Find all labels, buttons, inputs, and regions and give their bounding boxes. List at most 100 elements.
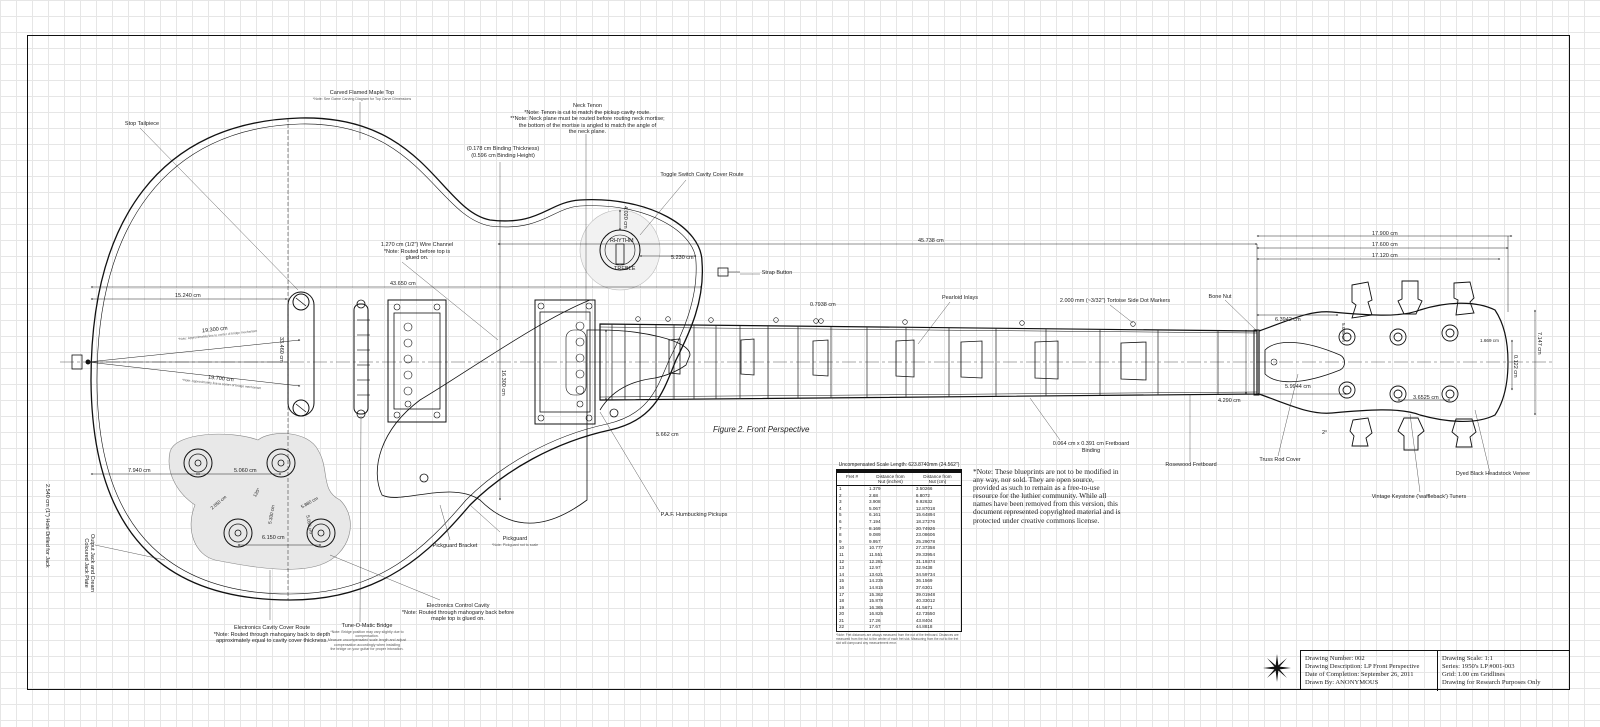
drawing-scale: Drawing Scale: 1:1	[1442, 655, 1493, 662]
fret-number-cell: 2	[839, 492, 842, 498]
fret-number-cell: 1	[839, 486, 842, 491]
distance-inches-cell: 13.621	[869, 571, 884, 577]
table-row: 7 8.169 20.74926	[837, 526, 962, 533]
distance-cm-cell: 40.33012	[915, 598, 936, 604]
dim-7147: 7.147 cm	[1536, 332, 1542, 355]
grid-info: Grid: 1.00 cm Gridlines	[1442, 671, 1505, 678]
header-fret: Fret #	[836, 473, 867, 486]
paf-pickups-label: P.A.F. Humbucking Pickups	[660, 512, 728, 518]
toggle-cover-label: Toggle Switch Cavity Cover Route	[660, 172, 744, 178]
dim-17900: 17.900 cm	[1372, 231, 1398, 237]
fret-number-cell: 21	[839, 617, 845, 623]
stop-tailpiece-label: Stop Tailpiece	[124, 121, 160, 127]
drawn-by: Drawn By: ANONYMOUS	[1305, 679, 1379, 686]
distance-cm-cell: 15.64894	[915, 512, 936, 518]
pickguard-outline	[376, 299, 691, 524]
dim-5095: 5.095 cm	[1341, 323, 1346, 342]
fret-number-cell: 14	[839, 571, 845, 577]
side-dots-label: 2.000 mm (~3/32") Tortoise Side Dot Mark…	[1059, 298, 1171, 304]
bone-nut-label: Bone Nut	[1208, 294, 1232, 300]
distance-inches-cell: 3.908	[869, 499, 881, 505]
dim-45738: 45.738 cm	[918, 238, 944, 244]
distance-cm-cell: 20.74926	[915, 525, 936, 531]
distance-cm-cell: 43.8404	[915, 617, 933, 623]
distance-cm-cell: 31.19374	[915, 558, 936, 564]
distance-inches-cell: 1.379	[869, 486, 881, 491]
tune-o-matic-label: Tune-O-Matic Bridge*Note: Bridge positio…	[327, 623, 407, 652]
dim-5662: 5.662 cm	[656, 432, 679, 438]
fret-number-cell: 4	[839, 505, 842, 511]
fret-number-cell: 13	[839, 565, 845, 571]
purpose: Drawing for Research Purposes Only	[1442, 679, 1541, 686]
distance-inches-cell: 14.815	[869, 584, 884, 590]
dim-43650: 43.650 cm	[390, 281, 416, 287]
distance-cm-cell: 27.37358	[915, 545, 936, 551]
distance-inches-cell: 16.825	[869, 611, 884, 617]
neck-tenon-label: Neck Tenon *Note: Tenon is cut to match …	[510, 103, 665, 136]
fret-number-cell: 11	[839, 551, 844, 557]
distance-inches-cell: 6.161	[869, 512, 881, 518]
dim-15240: 15.240 cm	[175, 293, 201, 299]
distance-cm-cell: 29.33954	[915, 551, 936, 557]
distance-inches-cell: 15.362	[869, 591, 884, 597]
electronics-cavity-label: Electronics Control Cavity *Note: Routed…	[401, 603, 515, 623]
fret-number-cell: 22	[839, 624, 845, 630]
date-of-completion: Date of Completion: September 26, 2011	[1305, 671, 1414, 678]
fret-number-cell: 7	[839, 525, 842, 531]
distance-cm-cell: 39.01948	[915, 591, 936, 597]
fret-number-cell: 6	[839, 518, 842, 524]
distance-cm-cell: 36.1569	[915, 578, 933, 584]
tuner-posts	[1338, 324, 1459, 403]
fret-number-cell: 20	[839, 611, 845, 617]
headstock-veneer-label: Dyed Black Headstock Veneer	[1455, 471, 1531, 477]
compass-star-icon	[1263, 654, 1291, 682]
dimension-lines	[87, 118, 1536, 600]
headstock-outline	[1258, 302, 1509, 423]
leader-lines	[94, 102, 1491, 623]
bridge-pickup	[387, 299, 447, 423]
tuner-buttons	[1349, 280, 1477, 451]
distance-inches-cell: 7.194	[869, 518, 881, 524]
fret-number-cell: 18	[839, 598, 845, 604]
table-row: 21 17.26 43.8404	[837, 618, 962, 625]
distance-inches-cell: 2.68	[869, 492, 878, 498]
binding-label: (0.178 cm Binding Thickness) (0.596 cm B…	[466, 146, 540, 159]
table-row: 18 15.878 40.33012	[837, 598, 962, 605]
dim-1669: 1.669 cm	[1480, 338, 1499, 343]
fret-number-cell: 19	[839, 604, 845, 610]
dim-33460: 33.460 cm	[278, 337, 284, 363]
distance-inches-cell: 17.67	[869, 624, 881, 630]
dim-4290: 4.290 cm	[1218, 398, 1241, 404]
output-jack	[71, 354, 91, 370]
figure-caption: Figure 2. Front Perspective	[713, 425, 810, 434]
dim-17600: 17.600 cm	[1372, 242, 1398, 248]
fret-number-cell: 8	[839, 532, 842, 538]
license-note: *Note: These blueprints are not to be mo…	[973, 467, 1121, 525]
distance-inches-cell: 15.878	[869, 598, 884, 604]
distance-inches-cell: 12.97	[869, 565, 881, 571]
carved-top-label: Carved Flamed Maple Top*Note: See Game C…	[312, 90, 412, 101]
distance-inches-cell: 12.281	[869, 558, 884, 564]
distance-inches-cell: 14.235	[869, 578, 884, 584]
distance-cm-cell: 32.9438	[915, 565, 933, 571]
distance-inches-cell: 8.169	[869, 525, 881, 531]
dim-5060: 5.060 cm	[234, 468, 257, 474]
drawing-frame	[27, 35, 1570, 690]
vintage-tuners-label: Vintage Keystone ('waffleback') Tuners	[1371, 494, 1467, 500]
cavity-cover-label: Electronics Cavity Cover Route *Note: Ro…	[213, 625, 331, 645]
distance-cm-cell: 9.92632	[915, 499, 933, 505]
toggle-switch	[579, 209, 661, 291]
dim-7940: 7.940 cm	[128, 468, 151, 474]
distance-inches-cell: 17.26	[869, 617, 881, 623]
title-block: Drawing Number: 002 Drawing Description:…	[1300, 650, 1570, 691]
